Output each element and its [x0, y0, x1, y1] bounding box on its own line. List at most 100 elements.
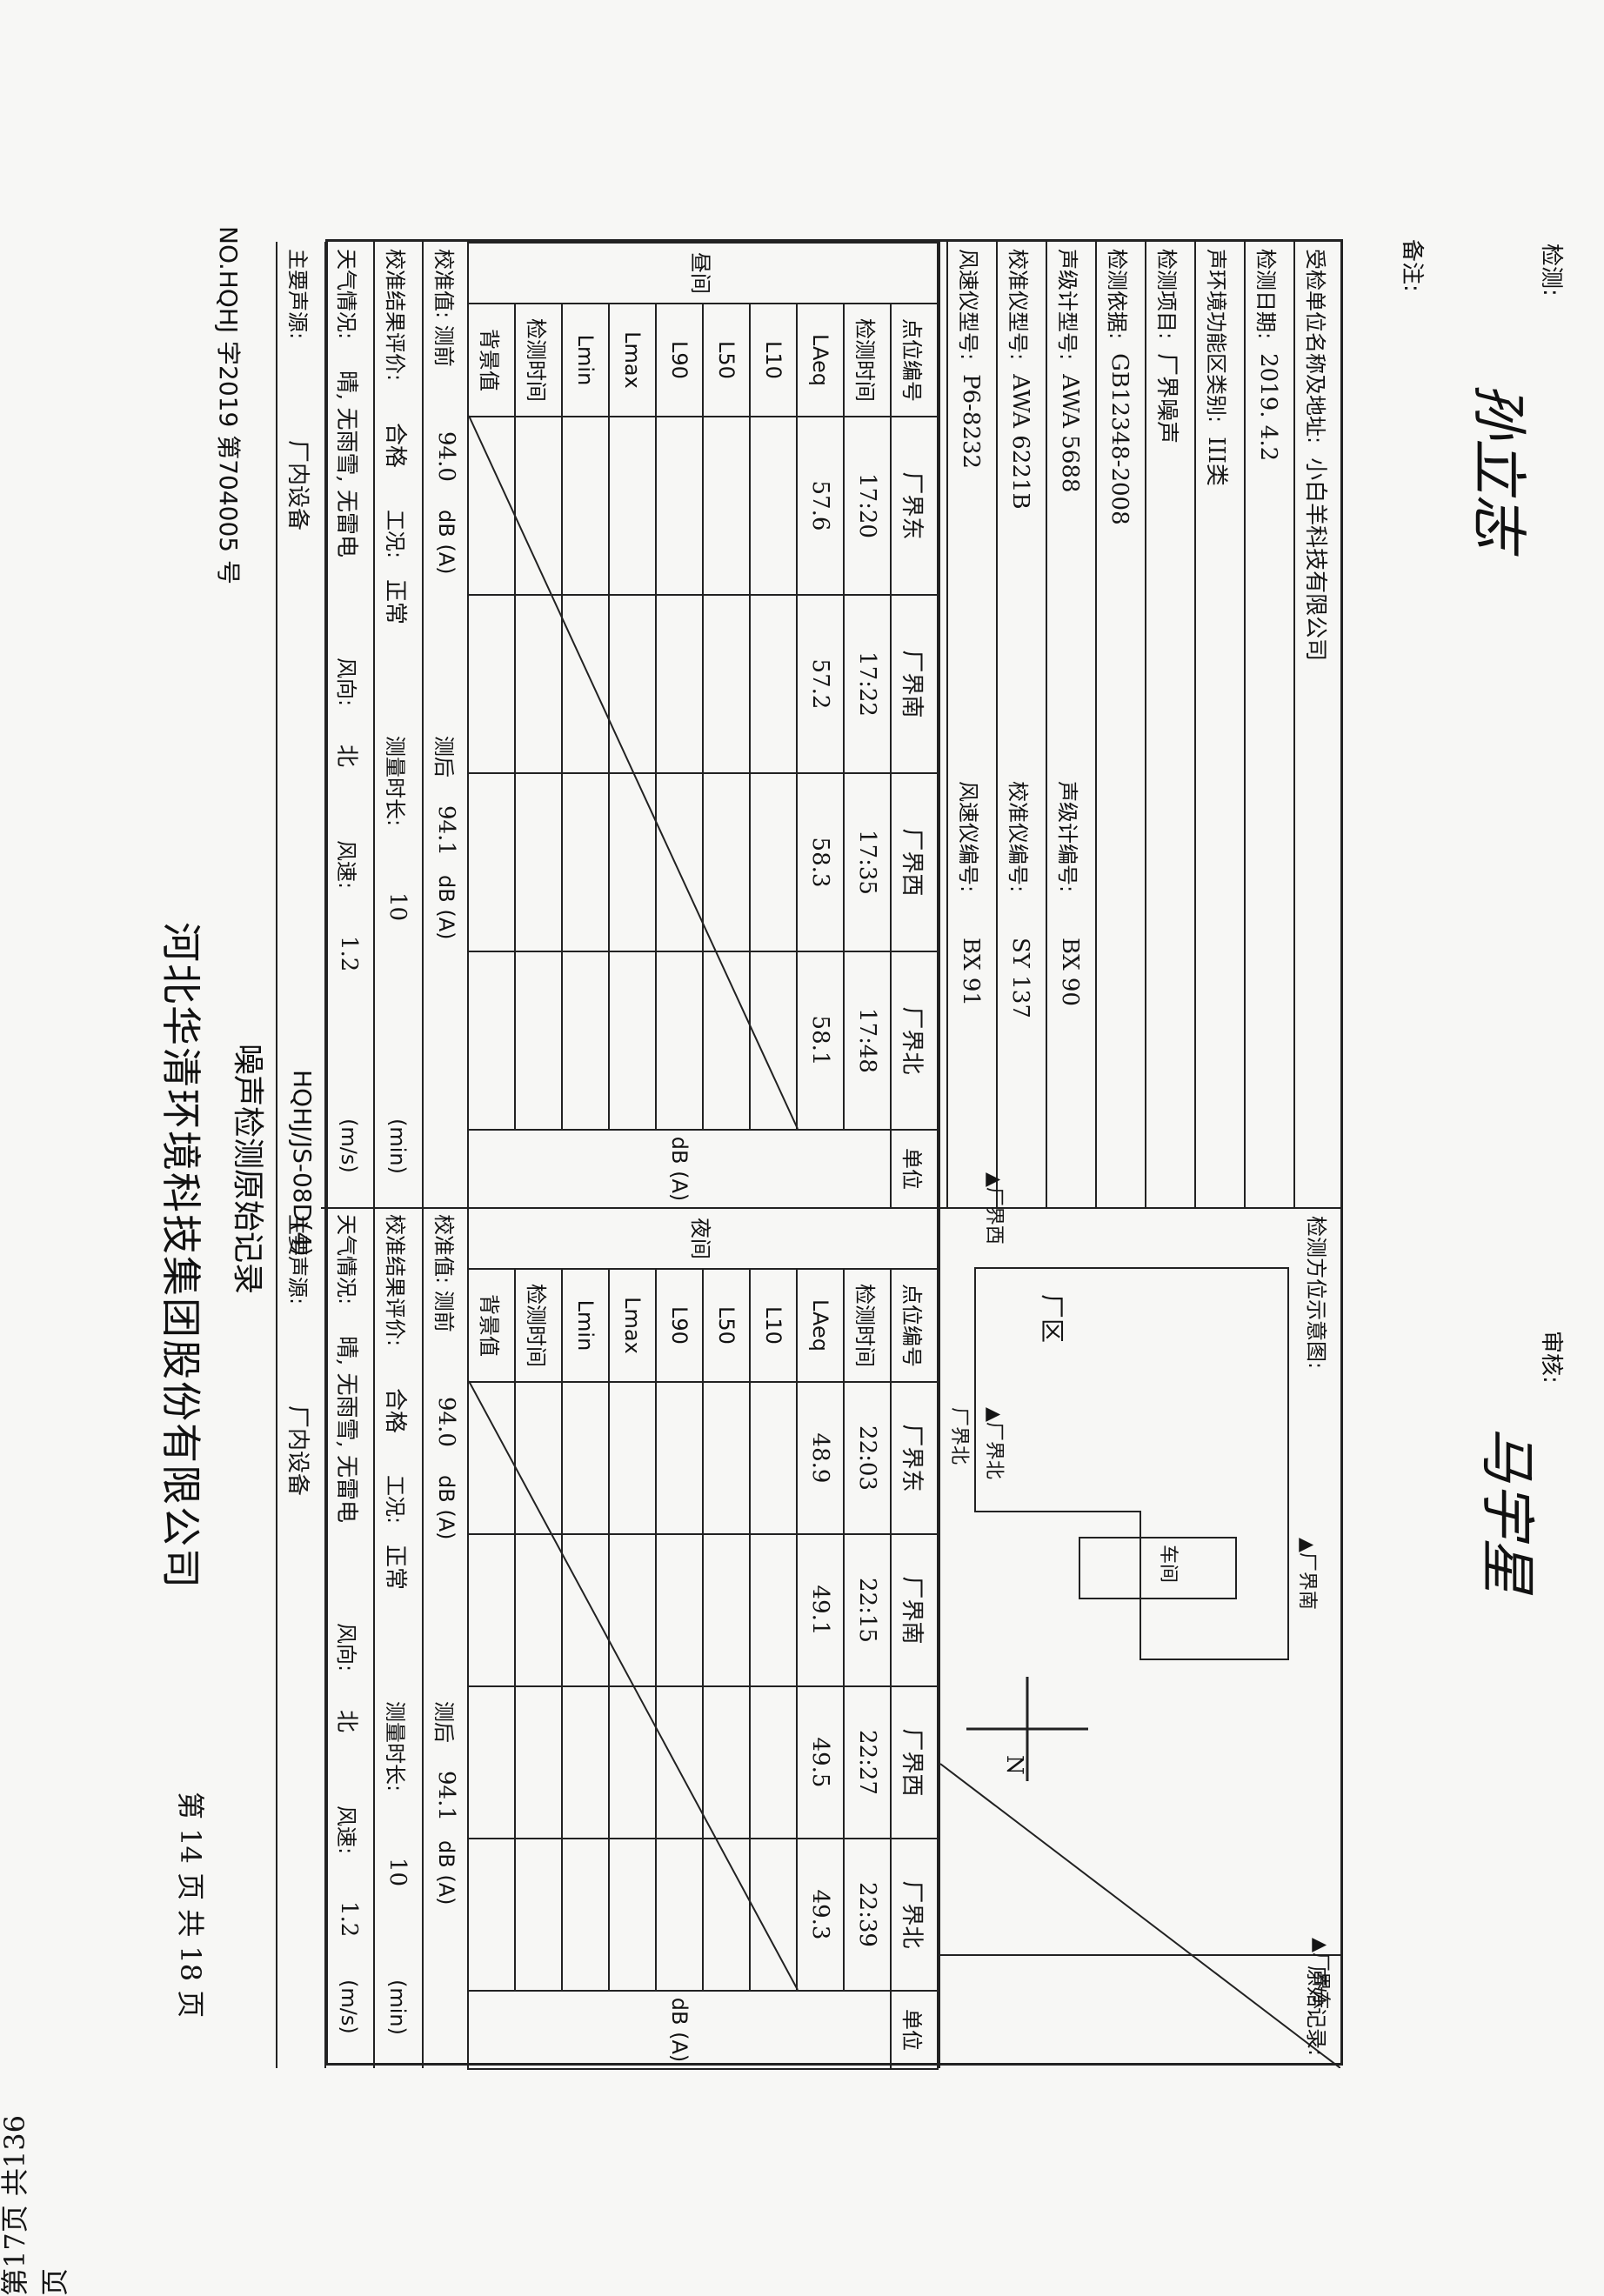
info-value-2: BX 90 [1057, 938, 1083, 1006]
diagram-plant: 厂区 [1038, 1294, 1066, 1344]
info-label: 检测日期: [1253, 249, 1279, 340]
corner-note: 第17页 共136页 [0, 2115, 71, 2296]
remark-label: 备注: [1399, 239, 1425, 292]
info-value: 2019. 4.2 [1255, 353, 1281, 462]
footer-label: 校准值: 测前 [431, 249, 457, 367]
company-name: 河北华清环境科技集团股份有限公司 [157, 922, 204, 1590]
footer-value: 10 [384, 1858, 411, 1887]
info-value: AWA 6221B [1007, 374, 1033, 510]
footer-label: (min) [385, 1118, 410, 1174]
diagram-north-point: ▲厂界北 [983, 1407, 1005, 1479]
diagram-west-label: ▲厂界西 [983, 1172, 1005, 1245]
footer-row: 天气情况:晴, 无雨雪, 无雷电风向:北风速:1.2(m/s) [324, 1207, 371, 2068]
location-diagram: 检测方位示意图: 厂区 厂界北 ▲厂界东 ▲厂界南 ▲厂界西 ▲厂界北 车间 N… [940, 1172, 1340, 2068]
footer-value: 正常 [382, 1545, 409, 1591]
info-label-2: 声级计编号: [1055, 781, 1080, 893]
info-label: 声级计型号: [1055, 249, 1080, 361]
footer-label: 测量时长: [383, 1701, 408, 1792]
info-row: 检测依据:GB12348-2008 [1095, 242, 1142, 1207]
info-value-2: SY 137 [1007, 938, 1033, 1018]
info-row: 检测日期: 2019. 4.2 [1244, 242, 1291, 1207]
footer-value: 1.2 [336, 1901, 362, 1938]
reviewer-label: 审核: [1538, 1331, 1564, 1384]
footer-row: 校准值: 测前 94.0 dB (A) 测后 94.1 dB (A) [422, 242, 469, 1207]
info-label: 风速仪型号: [956, 249, 981, 361]
footer-value: 10 [384, 892, 411, 922]
footer-value: 晴, 无雨雪, 无雷电 [333, 1336, 360, 1524]
footer-label: (m/s) [337, 1118, 361, 1173]
footer-label: 测量时长: [383, 736, 408, 827]
footer-label: 测后 [431, 736, 457, 778]
footer-value: 晴, 无雨雪, 无雷电 [333, 370, 360, 558]
info-row: 风速仪型号: P6-8232 风速仪编号: BX 91 [946, 242, 993, 1207]
footer-value: 94.0 [433, 431, 459, 482]
void-diagonal [469, 415, 799, 1130]
footer-value: 94.1 [433, 805, 459, 856]
workshop-rect [1079, 1537, 1237, 1599]
footer-row: 校准结果评价: 合格工况: 正常测量时长: 10 (min) [373, 242, 420, 1207]
info-value: III类 [1203, 437, 1230, 486]
diagram-workshop: 车间 [1157, 1545, 1179, 1584]
footer-label: dB (A) [434, 875, 458, 940]
diagram-svg [940, 1267, 1340, 2068]
footer-value: 1.2 [336, 936, 362, 972]
footer-value: 合格 [382, 423, 409, 469]
info-value: P6-8232 [958, 374, 984, 470]
void-diagonal [469, 1380, 799, 1991]
info-label: 声环境功能区类别: [1204, 249, 1229, 424]
info-label: 检测项目: [1154, 249, 1180, 340]
footer-row: 校准结果评价: 合格工况: 正常测量时长: 10 (min) [373, 1207, 420, 2068]
info-label: 校准仪型号: [1006, 249, 1031, 361]
inspector-label: 检测: [1538, 244, 1564, 297]
footer-label: 天气情况: [334, 249, 359, 340]
footer-value: 北 [333, 1710, 360, 1733]
info-row: 校准仪型号: AWA 6221B 校准仪编号: SY 137 [996, 242, 1043, 1207]
footer-label: dB (A) [434, 510, 458, 575]
record-number: NO.HQHJ 字2019 第704005 号 [214, 226, 243, 585]
footer-label: 校准结果评价: [383, 1214, 408, 1347]
footer-label: 工况: [383, 510, 408, 559]
info-row: 受检单位名称及地址: 小白羊科技有限公司 [1293, 242, 1340, 1207]
footer-value: 合格 [382, 1388, 409, 1434]
footer-label: 风速: [334, 1805, 359, 1855]
void-line [469, 415, 799, 1130]
footer-label: dB (A) [434, 1475, 458, 1540]
plant-outline [974, 1267, 1289, 1660]
footer-label: 工况: [383, 1475, 408, 1525]
footer-label: 风向: [334, 1623, 359, 1672]
footer-label: (min) [385, 1979, 410, 2035]
footer-label: 风向: [334, 657, 359, 707]
info-value: AWA 5688 [1057, 374, 1083, 493]
footer-value: 北 [333, 744, 360, 768]
inspector-signature: 孙立志 [1466, 383, 1530, 550]
footer-label: 测后 [431, 1701, 457, 1743]
info-label: 检测依据: [1105, 249, 1130, 340]
info-row: 声级计型号: AWA 5688 声级计编号: BX 90 [1046, 242, 1093, 1207]
footer-label: 校准值: 测前 [431, 1214, 457, 1332]
info-value-2: BX 91 [958, 938, 984, 1006]
footer-label: 校准结果评价: [383, 249, 408, 382]
diagram-n: N [1001, 1755, 1027, 1775]
form-frame: 受检单位名称及地址: 小白羊科技有限公司 检测日期: 2019. 4.2 声环境功能区类… [276, 239, 1343, 2069]
footer-value: 94.0 [433, 1397, 459, 1447]
info-label: 受检单位名称及地址: [1303, 249, 1328, 444]
reviewer-signature: 马宇星 [1474, 1426, 1539, 1593]
diagram-south-label: ▲厂界南 [1296, 1538, 1318, 1610]
footer-row: 天气情况: 晴, 无雨雪, 无雷电风向: 北风速: 1.2 (m/s) [324, 242, 371, 1207]
footer-label: dB (A) [434, 1840, 458, 1906]
footer-value: 正常 [382, 579, 409, 625]
diagram-north-label: 厂界北 [948, 1407, 970, 1465]
info-label-2: 校准仪编号: [1006, 781, 1031, 893]
info-value: 厂界噪声 [1153, 353, 1180, 444]
void-line [469, 1380, 799, 1991]
info-label-2: 风速仪编号: [956, 781, 981, 893]
info-value: 小白羊科技有限公司 [1302, 457, 1329, 662]
info-row: 检测项目: 厂界噪声 [1145, 242, 1192, 1207]
footer-label: 风速: [334, 840, 359, 890]
footer-label: 天气情况: [334, 1214, 359, 1305]
document-title: 噪声检测原始记录 [230, 1044, 265, 1295]
